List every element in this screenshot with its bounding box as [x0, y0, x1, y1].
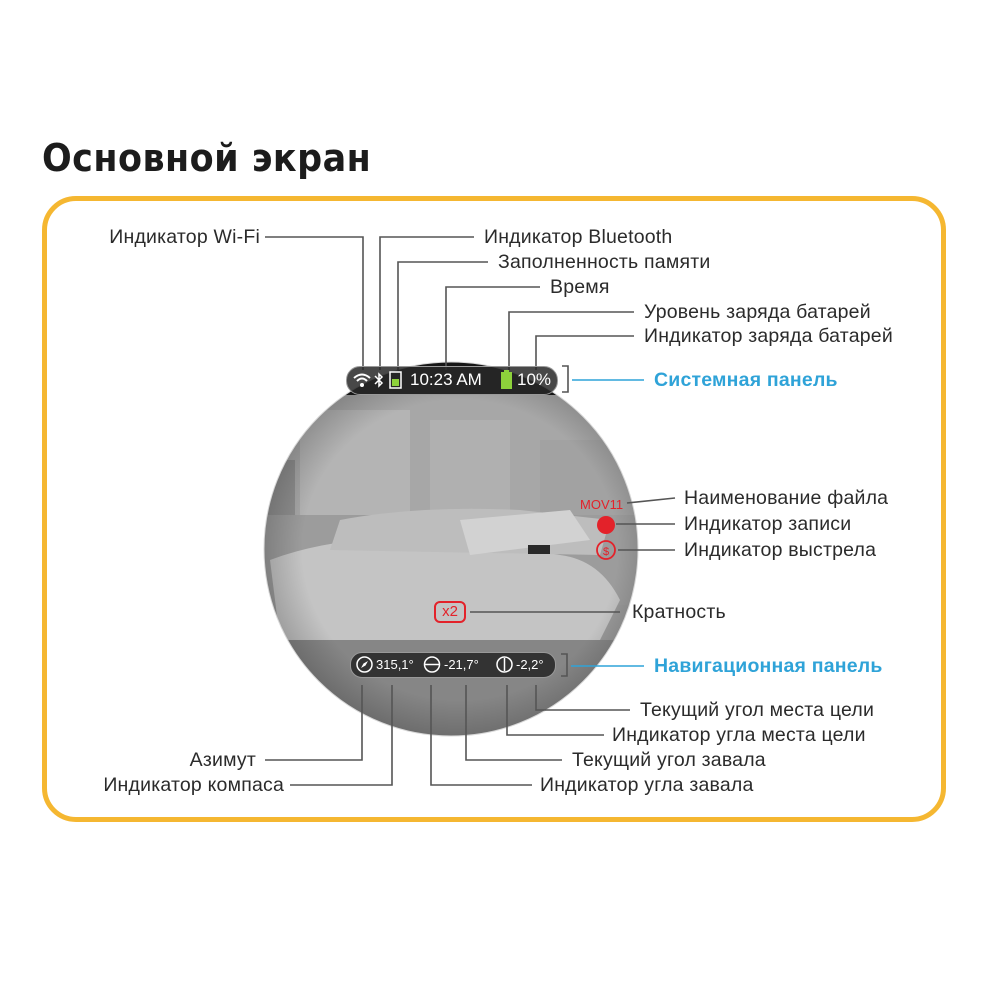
record-icon: [597, 516, 615, 534]
elevation-value: -2,2°: [516, 657, 544, 672]
battery-icon: [501, 370, 512, 389]
roll-icon: [423, 656, 441, 673]
label-system-panel: Системная панель: [654, 369, 838, 391]
label-record-indicator: Индикатор записи: [684, 513, 852, 535]
label-battery-indicator: Индикатор заряда батарей: [644, 325, 893, 347]
label-bluetooth: Индикатор Bluetooth: [484, 226, 673, 248]
elevation-icon: [496, 656, 513, 673]
shot-icon: $: [596, 540, 616, 560]
svg-text:$: $: [603, 546, 609, 558]
label-memory: Заполненность памяти: [498, 251, 711, 273]
label-roll-indicator: Индикатор угла завала: [540, 774, 754, 796]
compass-icon: [356, 656, 373, 673]
memory-icon: [389, 371, 402, 389]
diagram-frame: [42, 196, 946, 822]
bluetooth-icon: [374, 372, 384, 388]
label-wifi: Индикатор Wi-Fi: [109, 226, 260, 248]
label-time: Время: [550, 276, 610, 298]
page-title: Основной экран: [42, 136, 372, 180]
label-zoom: Кратность: [632, 601, 726, 623]
label-file-name: Наименование файла: [684, 487, 889, 509]
wifi-icon: [353, 373, 371, 387]
status-time: 10:23 AM: [410, 370, 482, 389]
label-nav-panel: Навигационная панель: [654, 655, 883, 677]
roll-value: -21,7°: [444, 657, 479, 672]
system-panel: 10:23 AM 10%: [346, 366, 558, 395]
status-battery: 10%: [517, 370, 552, 389]
label-elevation-indicator: Индикатор угла места цели: [612, 724, 866, 746]
label-compass-indicator: Индикатор компаса: [103, 774, 284, 796]
zoom-badge: x2: [434, 601, 466, 623]
label-azimuth: Азимут: [189, 749, 256, 771]
azimuth-value: 315,1°: [376, 657, 414, 672]
file-name: MOV11: [580, 497, 624, 512]
label-battery-level: Уровень заряда батарей: [644, 301, 871, 323]
label-shot-indicator: Индикатор выстрела: [684, 539, 877, 561]
label-roll-current: Текущий угол завала: [572, 749, 766, 771]
label-elevation-current: Текущий угол места цели: [640, 699, 875, 721]
navigation-panel: 315,1° -21,7° -2,2°: [350, 652, 556, 678]
